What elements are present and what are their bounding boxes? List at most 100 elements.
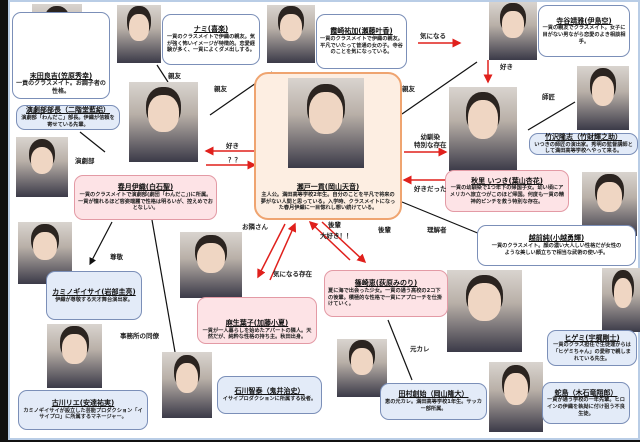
- photo-takezawa: [577, 66, 629, 130]
- card-itsuki: 秋里 いつき(葉山杏花) 一貢の幼馴染で1つ年下の帰国子女。幼い頃にアメリカへ旅…: [445, 170, 569, 212]
- label-kasumi-teraya: 気になる: [420, 32, 446, 40]
- name-bucho: 演劇部部長（二階堂藍絽）: [26, 106, 110, 115]
- desc-kasumi: 一貢のクラスメイトで伊織の親友。平凡でいたって普通の女の子。寺谷のことを気になっ…: [320, 35, 403, 56]
- card-takezawa: 竹沢隆志（竹財輝之助） いつきの師匠の演出家。秀明の監督講師として満田高等学校へ…: [529, 133, 638, 155]
- name-kasumi: 霞崎祐加(瀬藤叶香): [330, 27, 393, 35]
- desc-tamura: 恵の元カレ。満田高等学校1年生。サッカー部所属。: [385, 399, 482, 412]
- name-iori: 春月伊織(白石聖): [117, 183, 174, 191]
- arrow-iori-kamino: [89, 221, 113, 266]
- photo-hebijima: [489, 362, 543, 432]
- desc-itsuki: 一貢の幼馴染で1つ年下の帰国子女。幼い頃にアメリカへ旅立つがこのほど帰国。何度も…: [449, 185, 565, 205]
- desc-furukawa: カミノギイサイが設立した芸能プロダクション「イサイプロ」に所属するマネージャー。: [23, 407, 143, 421]
- relationship-chart: 末田良吉(笠原秀幸) 一貢のクラスメイト。お調子者の性格。 ナミ(喜楽) 一貢の…: [8, 0, 640, 440]
- name-aso: 麻生葉子(加藤小夏): [225, 318, 289, 327]
- photo-furukawa: [47, 324, 102, 388]
- card-sueda: 末田良吉(笠原秀幸) 一貢のクラスメイト。お調子者の性格。: [12, 12, 110, 99]
- name-takezawa: 竹沢隆志（竹財輝之助）: [545, 132, 622, 141]
- photo-ishikawa: [162, 352, 212, 418]
- desc-nami: 一貢のクラスメイトで伊織の親友。気が強く怖いイメージが特徴的。恋愛経験が多く、一…: [166, 33, 256, 54]
- line-teraya-seto: [401, 61, 478, 115]
- desc-ishikawa: イサイプロダクションに所属する役者。: [222, 396, 317, 402]
- name-ishikawa: 石川智泰（鬼井治史）: [234, 387, 305, 396]
- label-daisuki: 大好き！！: [320, 232, 353, 240]
- line-nami-iori: [156, 64, 169, 83]
- photo-shinozaki: [447, 270, 522, 352]
- desc-iori: 一貢のクラスメイトで演劇部(劇団「わんだこ」)に所属。一貢が憧れるほど容姿端麗で…: [78, 191, 213, 212]
- card-iori: 春月伊織(白石聖) 一貢のクラスメイトで演劇部(劇団「わんだこ」)に所属。一貢が…: [74, 175, 217, 220]
- arrow-seto-shinozaki: [321, 221, 367, 264]
- name-higemi: ヒゲミ(宇梶剛士): [564, 333, 620, 342]
- line-iori-ishikawa: [151, 219, 176, 353]
- photo-tamura: [337, 339, 387, 397]
- card-furukawa: 古川リエ(安達祐実) カミノギイサイが設立した芸能プロダクション「イサイプロ」に…: [18, 390, 148, 430]
- desc-aso: 一貢が一人暮らしを始めたアパートの隣人。天然だが、純粋な性格の持ち主。秋田出身。: [202, 327, 312, 341]
- card-higemi: ヒゲミ(宇梶剛士) 一貢のクラス担任で生徒達からは「ヒゲミちゃん」の愛称で親しま…: [547, 330, 637, 366]
- arrow-seto-aso: [257, 223, 286, 279]
- photo-aso: [180, 232, 242, 298]
- card-echizen: 越前純(小越勇輝) 一貢のクラスメイト。顔の濃い大人しい性格だが女性のような美し…: [477, 225, 636, 266]
- line-bucho-iori: [79, 131, 106, 153]
- label-motokare: 元カレ: [410, 345, 430, 353]
- desc-shinozaki: 夏に海で出会った少女。一貢の通う高校の2コ下の後輩。積極的な性格で一貢にアプロー…: [328, 287, 443, 308]
- name-hebijima: 蛇島（木石竜翔郎）: [554, 388, 618, 397]
- name-shinozaki: 篠崎恵(荻原みのり): [354, 279, 418, 287]
- card-bucho: 演劇部部長（二階堂藍絽） 演劇部「わんだこ」部長。伊織が信頼を寄せている先輩。: [16, 105, 120, 130]
- label-kininaru: 気になる存在: [273, 270, 312, 278]
- label-teraya-seto: 親友: [402, 85, 415, 93]
- card-seto-protagonist: 瀬戸一貢(岡山天音) 主人公。満田高等学校2年生。自分のことを平凡で将来の夢がな…: [254, 72, 402, 220]
- name-teraya: 寺谷靖雅(伊島空): [556, 16, 612, 25]
- label-takezawa: 師匠: [542, 93, 555, 101]
- desc-higemi: 一貢のクラス担任で生徒達からは「ヒゲミちゃん」の愛称で親しまれている先生。: [553, 342, 631, 362]
- photo-itsuki: [449, 87, 517, 171]
- label-itsuki-seto: 好きだった: [414, 185, 447, 193]
- photo-seto: [288, 78, 364, 168]
- name-tamura: 田村創始（岡山隆大）: [398, 390, 469, 399]
- photo-kasumi: [267, 5, 315, 63]
- label-kouhai2: 後輩: [378, 226, 391, 234]
- name-itsuki: 秋里 いつき(葉山杏花): [471, 176, 543, 185]
- photo-teraya: [489, 2, 537, 60]
- card-nami: ナミ(喜楽) 一貢のクラスメイトで伊織の親友。気が強く怖いイメージが特徴的。恋愛…: [162, 14, 260, 65]
- label-kouhai1: 後輩: [328, 221, 341, 229]
- name-sueda: 末田良吉(笠原秀幸): [29, 71, 93, 80]
- arrow-aso-seto: [269, 222, 297, 281]
- desc-sueda: 一貢のクラスメイト。お調子者の性格。: [16, 80, 106, 96]
- desc-echizen: 一貢のクラスメイト。顔の濃い大人しい性格だが女性のような美しい顔立ちで相当な武術…: [491, 243, 622, 256]
- name-nami: ナミ(喜楽): [193, 25, 229, 33]
- arrow-shinozaki-seto: [308, 220, 351, 261]
- label-kasumi-iori: 親友: [214, 85, 227, 93]
- card-shinozaki: 篠崎恵(荻原みのり) 夏に海で出会った少女。一貢の通う高校の2コ下の後輩。積極的…: [324, 270, 448, 317]
- desc-teraya: 一貢の親友でクラスメイト。女子に目がない男ながら恋愛のよき相談相手。: [542, 25, 626, 45]
- desc-seto: 主人公。満田高等学校2年生。自分のことを平凡で将来の夢がない人間と思っている。入…: [260, 191, 396, 212]
- card-tamura: 田村創始（岡山隆大） 恵の元カレ。満田高等学校1年生。サッカー部所属。: [380, 383, 487, 420]
- desc-hebijima: 一貢が通う学校の一年先輩。ヒロインの伊織を執拗に付け狙う不良生徒。: [547, 397, 625, 417]
- desc-kamino: 伊織が尊敬する天才舞台演出家。: [55, 296, 133, 303]
- name-seto: 瀬戸一貢(岡山天音): [296, 183, 360, 191]
- label-sonkei: 尊敬: [110, 253, 123, 261]
- card-kasumi: 霞崎祐加(瀬藤叶香) 一貢のクラスメイトで伊織の親友。平凡でいたって普通の女の子…: [316, 14, 407, 69]
- label-engeki: 演劇部: [75, 157, 95, 165]
- photo-higemi: [602, 268, 640, 332]
- line-takezawa-itsuki: [527, 101, 576, 131]
- card-kamino: カミノギイサイ(岩部圭亮) 伊織が尊敬する天才舞台演出家。: [46, 271, 142, 320]
- label-teraya-itsuki: 好き: [500, 63, 513, 71]
- desc-takezawa: いつきの師匠の演出家。秀明の監督講師として満田高等学校へやって来る。: [534, 141, 633, 155]
- line-seto-echizen: [401, 201, 481, 235]
- label-otonari: お隣さん: [242, 223, 268, 231]
- label-seto-iori: ？？: [228, 156, 241, 164]
- line-shinozaki-tamura: [387, 319, 413, 381]
- label-jimusho: 事務所の同僚: [120, 332, 159, 340]
- card-aso: 麻生葉子(加藤小夏) 一貢が一人暮らしを始めたアパートの隣人。天然だが、純粋な性…: [197, 297, 317, 344]
- label-nami-iori: 親友: [168, 72, 181, 80]
- card-teraya: 寺谷靖雅(伊島空) 一貢の親友でクラスメイト。女子に目がない男ながら恋愛のよき相…: [538, 5, 630, 57]
- desc-bucho: 演劇部「わんだこ」部長。伊織が信頼を寄せている先輩。: [21, 115, 115, 128]
- name-kamino: カミノギイサイ(岩部圭亮): [52, 287, 136, 296]
- label-seto-itsuki: 幼馴染 特別な存在: [414, 133, 447, 150]
- name-furukawa: 古川リエ(安達祐実): [51, 398, 115, 407]
- photo-bucho: [16, 137, 68, 197]
- photo-nami: [117, 5, 161, 63]
- card-hebijima: 蛇島（木石竜翔郎） 一貢が通う学校の一年先輩。ヒロインの伊織を執拗に付け狙う不良…: [542, 382, 630, 424]
- label-iori-seto: 好き: [226, 142, 239, 150]
- connector-lines: [79, 38, 576, 381]
- card-ishikawa: 石川智泰（鬼井治史） イサイプロダクションに所属する役者。: [217, 376, 322, 414]
